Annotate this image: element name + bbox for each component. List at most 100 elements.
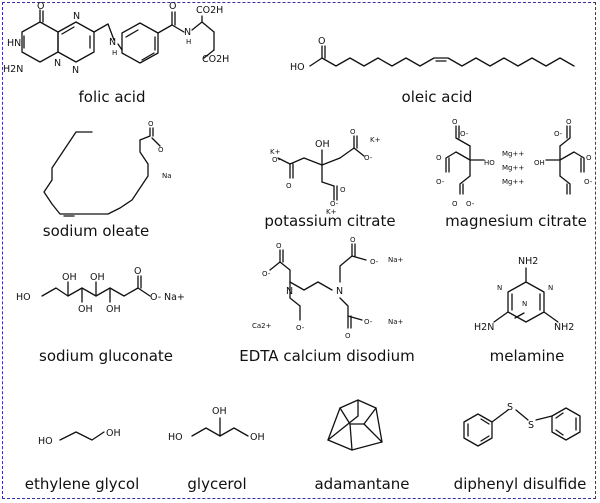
svg-text:HN: HN — [7, 38, 21, 49]
svg-text:OH: OH — [62, 272, 77, 283]
svg-text:S: S — [528, 420, 534, 431]
svg-text:OH: OH — [106, 428, 121, 439]
caption-oleic-acid: oleic acid — [401, 88, 473, 106]
caption-glycerol: glycerol — [187, 475, 247, 493]
svg-text:O-: O- — [262, 270, 271, 278]
svg-text:HO: HO — [16, 292, 31, 303]
svg-text:K+: K+ — [370, 136, 381, 144]
svg-text:Ca2+: Ca2+ — [252, 322, 272, 330]
svg-text:K+: K+ — [326, 208, 337, 216]
svg-text:O: O — [169, 1, 176, 12]
svg-text:H: H — [112, 49, 117, 57]
svg-text:NH2: NH2 — [554, 322, 574, 333]
caption-sodium-gluconate: sodium gluconate — [39, 347, 173, 365]
svg-text:CO2H: CO2H — [196, 5, 223, 16]
svg-text:O: O — [586, 154, 592, 162]
svg-text:N: N — [109, 37, 116, 48]
svg-text:O: O — [340, 186, 346, 194]
svg-text:N: N — [548, 284, 553, 292]
svg-text:OH: OH — [250, 432, 265, 443]
svg-text:N: N — [497, 284, 502, 292]
svg-text:OH: OH — [106, 304, 121, 315]
svg-text:O: O — [345, 332, 351, 340]
svg-text:OH: OH — [78, 304, 93, 315]
svg-text:O-: O- — [466, 200, 475, 208]
sodium-oleate-structure: O O Na — [43, 120, 172, 217]
melamine-structure: NH2 N N N H2N NH2 — [474, 256, 574, 333]
svg-text:K+: K+ — [270, 148, 281, 156]
svg-text:HO: HO — [484, 159, 495, 167]
svg-text:O: O — [350, 236, 356, 244]
svg-text:N: N — [522, 300, 527, 308]
svg-text:N: N — [73, 11, 80, 22]
svg-text:N: N — [72, 65, 79, 76]
edta-structure: O O- O- O Na+ N N Ca2+ O- O O- Na+ — [252, 236, 404, 340]
svg-text:Na+: Na+ — [388, 256, 404, 264]
svg-text:OH: OH — [212, 406, 227, 417]
svg-text:O-: O- — [584, 178, 593, 186]
svg-text:CO2H: CO2H — [202, 54, 229, 65]
svg-text:O-: O- — [364, 318, 373, 326]
svg-text:Mg++: Mg++ — [502, 164, 524, 172]
svg-text:Na: Na — [162, 172, 172, 180]
glycerol-structure: OH HO OH — [168, 406, 265, 443]
dashed-border-frame — [2, 2, 596, 499]
svg-text:O-: O- — [460, 130, 469, 138]
svg-text:O: O — [436, 154, 442, 162]
svg-text:O: O — [452, 118, 458, 126]
caption-adamantane: adamantane — [314, 475, 410, 493]
svg-text:Mg++: Mg++ — [502, 150, 524, 158]
caption-melamine: melamine — [489, 347, 565, 365]
svg-text:H2N: H2N — [474, 322, 494, 333]
caption-diphenyl-disulfide: diphenyl disulfide — [453, 475, 587, 493]
svg-text:O-: O- — [436, 178, 445, 186]
svg-text:O-: O- — [272, 156, 281, 164]
caption-edta-calcium-disodium: EDTA calcium disodium — [239, 347, 415, 365]
svg-text:O: O — [37, 1, 44, 12]
svg-text:O: O — [566, 118, 572, 126]
svg-text:HO: HO — [290, 62, 305, 73]
oleic-acid-structure: HO O — [290, 36, 575, 73]
magnesium-citrate-structure: Mg++ Mg++ Mg++ O O- HO O O- O O- O O- OH… — [436, 118, 593, 208]
svg-text:N: N — [336, 286, 343, 297]
svg-text:O: O — [318, 36, 325, 47]
svg-text:O: O — [452, 200, 458, 208]
svg-text:Na+: Na+ — [164, 292, 185, 303]
svg-text:O: O — [276, 242, 282, 250]
svg-text:OH: OH — [90, 272, 105, 283]
svg-text:O: O — [148, 120, 154, 128]
svg-text:N: N — [286, 286, 293, 297]
caption-folic-acid: folic acid — [78, 88, 146, 106]
sodium-gluconate-structure: HO OH OH OH OH O O- Na+ — [16, 266, 185, 315]
caption-sodium-oleate: sodium oleate — [42, 222, 150, 240]
potassium-citrate-structure: K+ K+ K+ OH O O- O O- O O- — [270, 128, 381, 216]
svg-text:O: O — [350, 128, 356, 136]
svg-text:H: H — [186, 38, 191, 46]
svg-text:O-: O- — [330, 200, 339, 208]
svg-text:O: O — [158, 146, 164, 154]
svg-text:OH: OH — [534, 159, 545, 167]
diphenyl-disulfide-structure: S S — [463, 402, 581, 447]
svg-text:Na+: Na+ — [388, 318, 404, 326]
svg-text:N: N — [54, 58, 61, 69]
adamantane-structure — [327, 399, 383, 451]
caption-magnesium-citrate: magnesium citrate — [445, 212, 587, 230]
svg-text:HO: HO — [168, 432, 183, 443]
caption-potassium-citrate: potassium citrate — [264, 212, 396, 230]
folic-acid-structure: O HN N H2N N N N H O N H CO2H CO2H — [3, 1, 229, 76]
svg-text:Mg++: Mg++ — [502, 178, 524, 186]
svg-text:O-: O- — [150, 292, 161, 303]
svg-text:O-: O- — [364, 154, 373, 162]
svg-text:HO: HO — [38, 436, 53, 447]
svg-text:O-: O- — [554, 130, 563, 138]
svg-text:H2N: H2N — [3, 64, 23, 75]
ethylene-glycol-structure: HO OH — [38, 428, 121, 447]
svg-text:S: S — [507, 402, 513, 413]
svg-text:O: O — [134, 266, 141, 277]
caption-ethylene-glycol: ethylene glycol — [24, 475, 140, 493]
svg-text:O: O — [286, 182, 292, 190]
svg-text:OH: OH — [315, 139, 330, 150]
svg-text:O-: O- — [370, 258, 379, 266]
svg-text:N: N — [184, 27, 191, 38]
